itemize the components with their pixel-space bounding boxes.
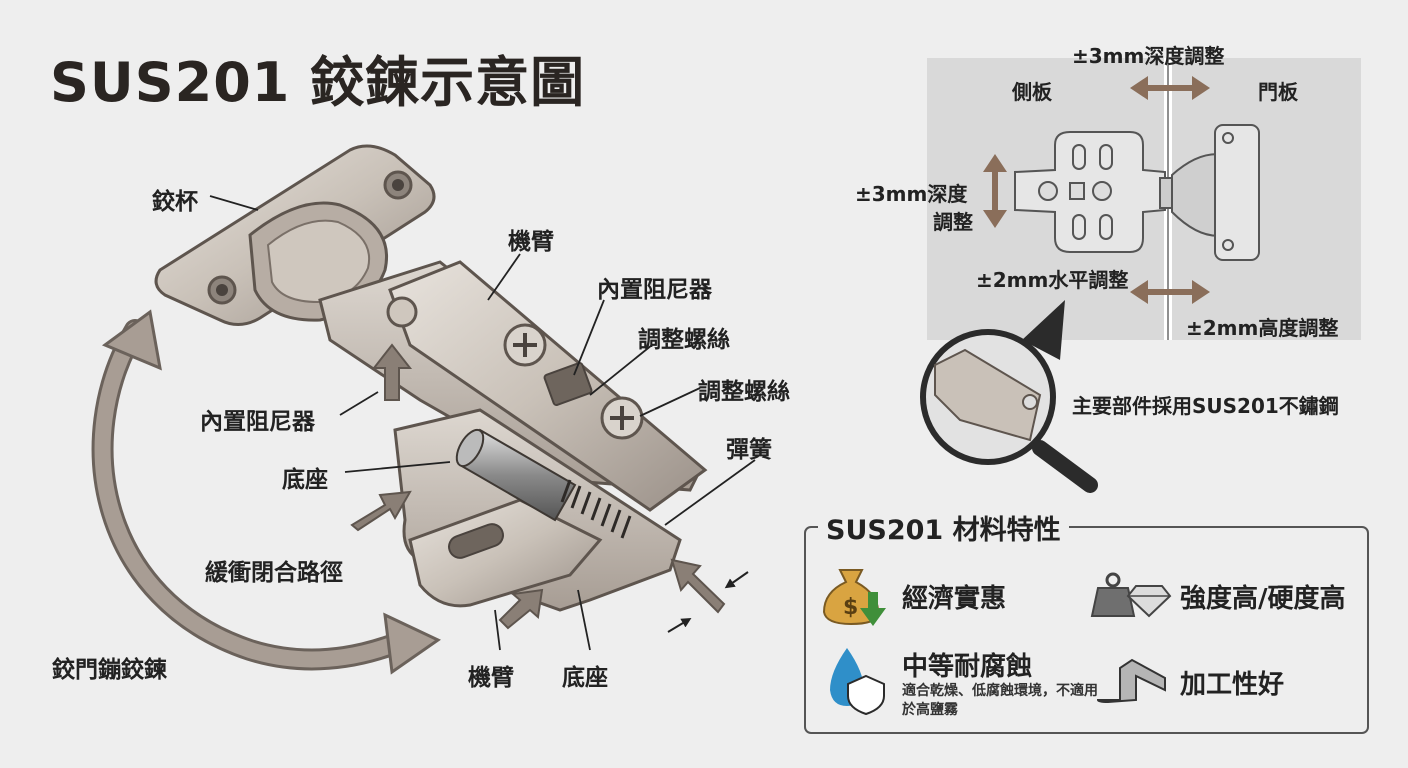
weight-diamond-icon bbox=[1090, 572, 1172, 618]
label-spring: 彈簧 bbox=[726, 437, 772, 463]
label-height: ±2mm高度調整 bbox=[1186, 316, 1339, 340]
label-door-hinge: 鉸門鏰鉸鍊 bbox=[52, 657, 167, 683]
property-corrosion-note: 適合乾燥、低腐蝕環境，不適用於高鹽霧 bbox=[902, 683, 1098, 718]
label-screw-1: 調整螺絲 bbox=[638, 327, 730, 353]
label-door-panel: 門板 bbox=[1258, 80, 1298, 104]
label-damper-left: 內置阻尼器 bbox=[200, 409, 315, 435]
label-depth-left-2: 調整 bbox=[933, 210, 973, 234]
property-machinability: 加工性好 bbox=[1180, 670, 1285, 700]
closing-path-arrow bbox=[91, 309, 441, 675]
page-title: SUS201 鉸鍊示意圖 bbox=[50, 51, 586, 114]
label-depth-top: ±3mm深度調整 bbox=[1072, 44, 1225, 68]
black-arrows bbox=[667, 571, 749, 633]
label-closing-path: 緩衝閉合路徑 bbox=[205, 560, 343, 586]
hinge-arm bbox=[318, 260, 708, 512]
adjustment-screw-2 bbox=[600, 396, 644, 440]
label-damper-top: 內置阻尼器 bbox=[597, 277, 712, 303]
money-bag-icon: $ bbox=[822, 569, 886, 626]
adjustment-screw-1 bbox=[503, 323, 547, 367]
adjustment-panel bbox=[927, 58, 1361, 340]
property-economical: 經濟實惠 bbox=[902, 584, 1007, 614]
leader-lines bbox=[209, 195, 756, 651]
label-material-note: 主要部件採用SUS201不鏽鋼 bbox=[1072, 394, 1339, 418]
properties-box bbox=[804, 526, 1369, 734]
property-corrosion: 中等耐腐蝕 bbox=[902, 652, 1033, 682]
label-depth-left-1: ±3mm深度 bbox=[855, 182, 968, 206]
svg-text:$: $ bbox=[843, 595, 858, 620]
property-strength: 強度高/硬度高 bbox=[1180, 584, 1346, 614]
label-horizontal: ±2mm水平調整 bbox=[976, 268, 1129, 292]
damper-cylinder bbox=[455, 428, 577, 522]
spring bbox=[560, 479, 632, 539]
label-hinge-cup: 鉸杯 bbox=[152, 189, 198, 215]
bent-metal-icon bbox=[1096, 658, 1166, 704]
label-arm-top: 機臂 bbox=[508, 229, 554, 255]
label-screw-2: 調整螺絲 bbox=[698, 379, 790, 405]
magnifier-icon bbox=[920, 300, 1098, 493]
label-base-bottom: 底座 bbox=[562, 665, 608, 691]
hinge-cup bbox=[154, 144, 436, 326]
label-arm-bottom: 機臂 bbox=[468, 665, 514, 691]
label-side-panel: 側板 bbox=[1012, 80, 1052, 104]
label-base-left: 底座 bbox=[282, 467, 328, 493]
motion-arrows bbox=[350, 343, 726, 630]
water-shield-icon bbox=[830, 648, 885, 716]
properties-title: SUS201 材料特性 bbox=[818, 508, 1069, 547]
